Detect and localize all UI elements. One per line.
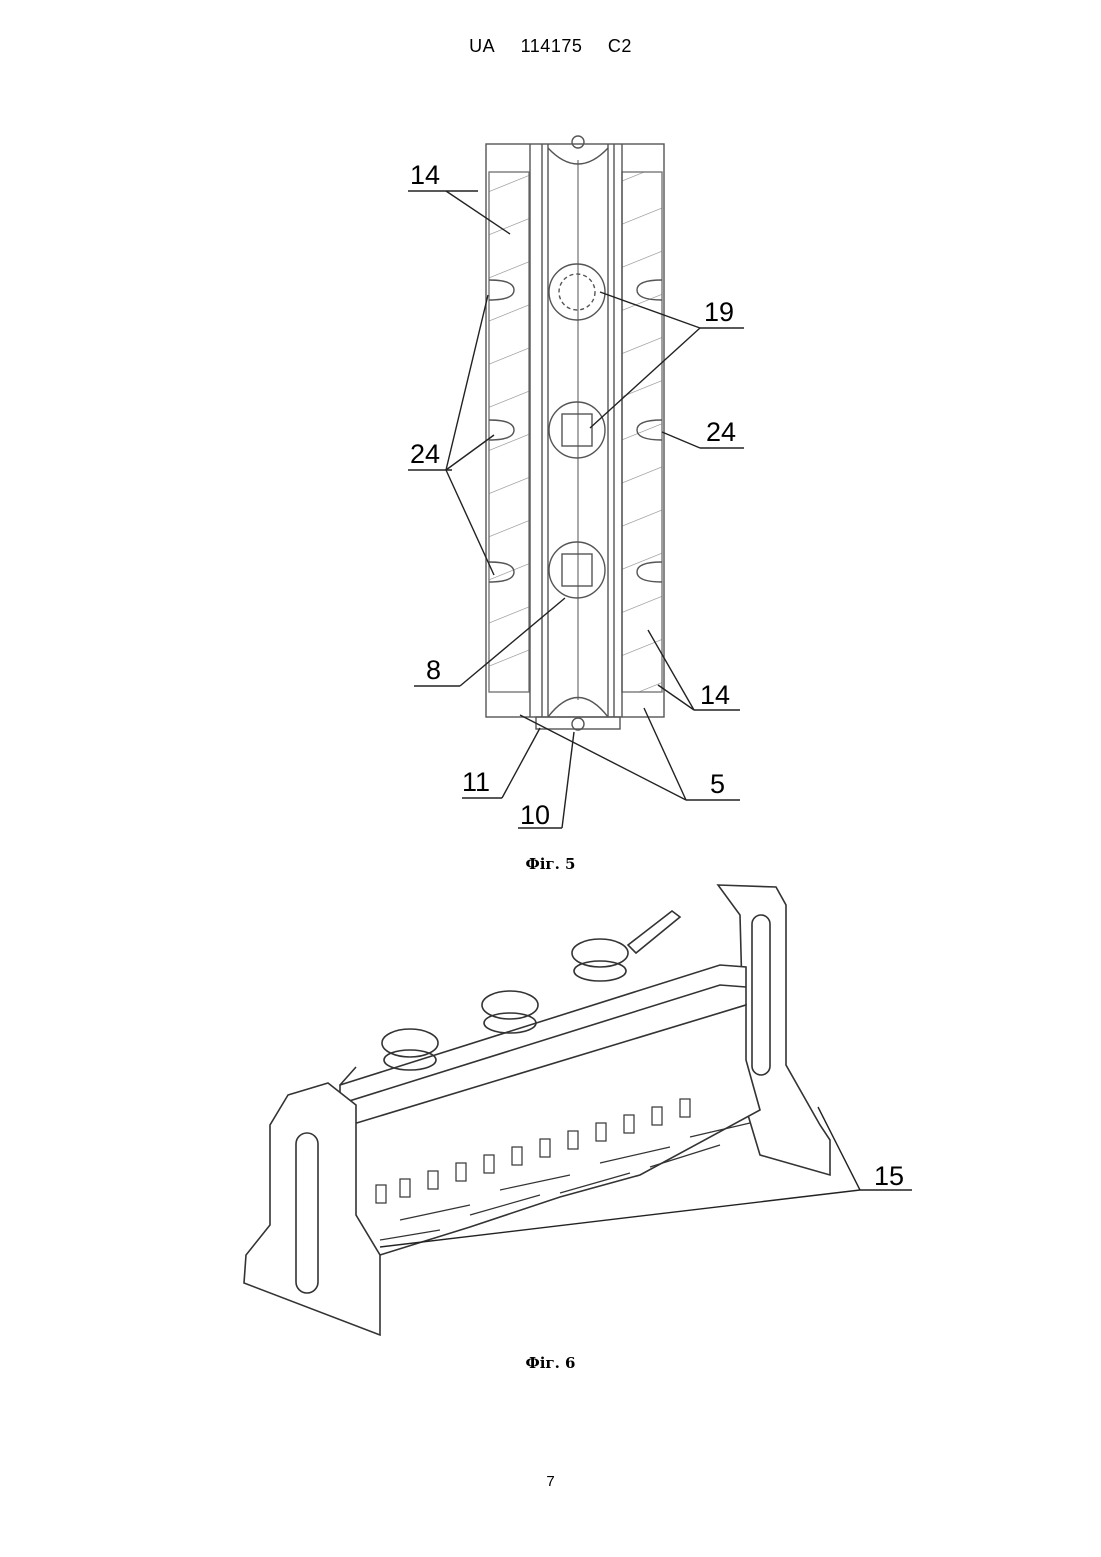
patent-kind: C2 [608,36,632,56]
label-5: 5 [710,769,725,799]
label-19: 19 [704,297,734,327]
page-number: 7 [0,1473,1101,1490]
figure-5-caption: Фіг. 5 [0,855,1101,873]
label-24-right: 24 [706,417,736,447]
label-14-bottom: 14 [700,680,730,710]
label-14-top: 14 [410,160,440,190]
figure-5-drawing: 14 19 24 24 8 14 11 5 10 [0,130,1101,830]
patent-country: UA [469,36,495,56]
label-10: 10 [520,800,550,830]
patent-number: 114175 [521,36,583,56]
label-15: 15 [874,1161,904,1191]
patent-header: UA 114175 C2 [0,36,1101,57]
figure-6-drawing: 15 [0,875,1101,1345]
label-8: 8 [426,655,441,685]
figure-6-caption: Фіг. 6 [0,1354,1101,1372]
label-24-left: 24 [410,439,440,469]
label-11: 11 [462,767,490,797]
